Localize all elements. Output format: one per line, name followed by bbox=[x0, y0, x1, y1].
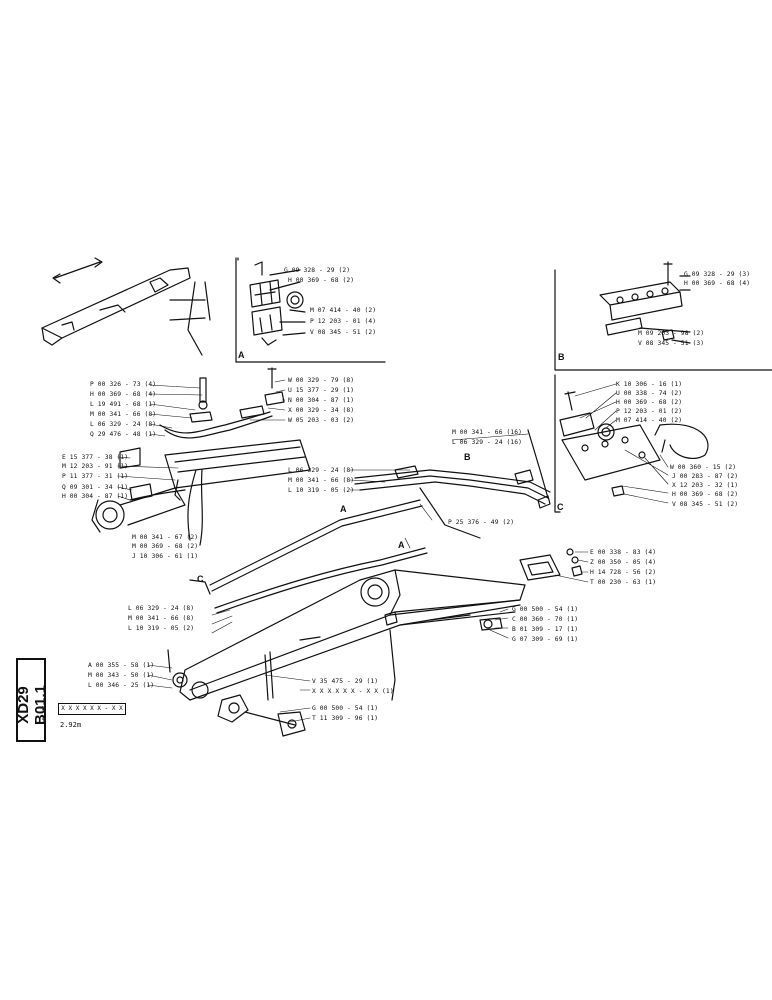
part-label: M 00 341 - 66 (8) bbox=[90, 411, 157, 418]
part-label: M 07 414 - 40 (2) bbox=[310, 307, 377, 314]
cover-plate bbox=[519, 548, 583, 581]
part-label: N 00 304 - 87 (1) bbox=[288, 397, 355, 404]
detail-A-frame bbox=[235, 257, 386, 363]
pivot-pin bbox=[167, 649, 306, 737]
part-label: H 00 369 - 68 (4) bbox=[684, 280, 751, 287]
part-label: V 08 345 - 51 (3) bbox=[638, 340, 705, 347]
part-label: V 35 475 - 29 (1) bbox=[312, 678, 379, 685]
part-label: M 00 341 - 66 (8) bbox=[288, 477, 355, 484]
part-label: J 00 283 - 87 (2) bbox=[672, 473, 739, 480]
part-label: W 00 360 - 15 (2) bbox=[670, 464, 737, 471]
hydraulic-line bbox=[189, 499, 428, 614]
part-label: M 00 341 - 66 (8) bbox=[128, 615, 195, 622]
part-label: P 12 203 - 01 (2) bbox=[616, 408, 683, 415]
part-label: P 25 376 - 49 (2) bbox=[448, 519, 515, 526]
part-label: U 00 338 - 74 (2) bbox=[616, 390, 683, 397]
part-label: L 19 491 - 68 (1) bbox=[90, 401, 157, 408]
line-letter-a: A bbox=[340, 504, 347, 514]
part-label: G 09 328 - 29 (3) bbox=[684, 271, 751, 278]
part-label: L 00 346 - 25 (1) bbox=[88, 682, 155, 689]
line-letter-b: B bbox=[464, 452, 471, 462]
sheet-mass: 2.92m bbox=[60, 721, 82, 729]
detail-C-frame bbox=[554, 374, 709, 513]
detail-letter-b: B bbox=[558, 352, 565, 362]
part-label: C 00 360 - 70 (1) bbox=[512, 616, 579, 623]
part-label: L 06 329 - 24 (8) bbox=[288, 467, 355, 474]
hose-bundle bbox=[354, 429, 551, 539]
part-label: M 12 203 - 91 (1) bbox=[62, 463, 129, 470]
part-label: T 11 309 - 96 (1) bbox=[312, 715, 379, 722]
part-label: V 08 345 - 51 (2) bbox=[310, 329, 377, 336]
part-label: E 00 338 - 83 (4) bbox=[590, 549, 657, 556]
part-label: E 15 377 - 38 (1) bbox=[62, 454, 129, 461]
part-label: M 07 414 - 40 (2) bbox=[616, 417, 683, 424]
part-label: A 00 355 - 58 (1) bbox=[88, 662, 155, 669]
part-label: G 00 500 - 54 (1) bbox=[312, 705, 379, 712]
valve-assembly bbox=[159, 367, 285, 439]
part-label: L 06 329 - 24 (8) bbox=[128, 605, 195, 612]
part-label: L 06 329 - 24 (8) bbox=[90, 421, 157, 428]
part-label: M 00 341 - 67 (2) bbox=[132, 534, 199, 541]
hydraulic-cylinder bbox=[91, 439, 311, 546]
leader-lines bbox=[117, 379, 669, 723]
part-label: H 00 369 - 68 (4) bbox=[90, 391, 157, 398]
part-label: H 14 728 - 56 (2) bbox=[590, 569, 657, 576]
part-label: X 00 329 - 34 (8) bbox=[288, 407, 355, 414]
part-label: Q 09 301 - 34 (1) bbox=[62, 484, 129, 491]
part-label: G 07 309 - 69 (1) bbox=[512, 636, 579, 643]
page-reference: 5.111 bbox=[42, 704, 48, 720]
part-label: M 09 203 - 98 (2) bbox=[638, 330, 705, 337]
part-label: H 00 304 - 87 (1) bbox=[62, 493, 129, 500]
detail-letter-a: A bbox=[238, 350, 245, 360]
part-label: L 06 329 - 24 (16) bbox=[452, 439, 523, 446]
detail-letter-c: C bbox=[557, 502, 564, 512]
part-label: L 10 319 - 05 (2) bbox=[288, 487, 355, 494]
part-label: M 00 341 - 66 (16) bbox=[452, 429, 523, 436]
part-label: G 00 500 - 54 (1) bbox=[512, 606, 579, 613]
part-label: P 11 377 - 31 (1) bbox=[62, 473, 129, 480]
part-label: Z 00 350 - 05 (4) bbox=[590, 559, 657, 566]
part-label: M 00 369 - 68 (2) bbox=[132, 543, 199, 550]
document-code-box: XD29 B01.1 bbox=[15, 658, 49, 742]
part-label: H 00 369 - 68 (2) bbox=[672, 491, 739, 498]
part-label: X X X X X X - X X (1) bbox=[312, 688, 394, 695]
part-label: P 12 203 - 01 (4) bbox=[310, 318, 377, 325]
detail-B-frame bbox=[554, 261, 772, 371]
part-label: V 08 345 - 51 (2) bbox=[672, 501, 739, 508]
part-label: H 00 369 - 68 (2) bbox=[288, 277, 355, 284]
part-label: T 00 230 - 63 (1) bbox=[590, 579, 657, 586]
part-label: H 00 369 - 68 (2) bbox=[616, 399, 683, 406]
part-label: Q 29 476 - 48 (1) bbox=[90, 431, 157, 438]
part-label: M 00 343 - 50 (1) bbox=[88, 672, 155, 679]
sheet-code-box: X X X X X X - X X bbox=[58, 703, 126, 715]
overview-machine-icon bbox=[41, 257, 211, 356]
part-label: L 10 319 - 05 (2) bbox=[128, 625, 195, 632]
part-label: P 00 326 - 73 (4) bbox=[90, 381, 157, 388]
part-label: U 15 377 - 29 (1) bbox=[288, 387, 355, 394]
part-label: J 10 306 - 61 (1) bbox=[132, 553, 199, 560]
part-label: B 01 309 - 17 (1) bbox=[512, 626, 579, 633]
line-letter-c: C bbox=[197, 574, 204, 584]
line-letter-a-lower: A bbox=[398, 540, 405, 550]
part-label: W 05 203 - 03 (2) bbox=[288, 417, 355, 424]
part-label: K 10 306 - 16 (1) bbox=[616, 381, 683, 388]
part-label: X 12 203 - 32 (1) bbox=[672, 482, 739, 489]
part-label: G 09 328 - 29 (2) bbox=[284, 267, 351, 274]
part-label: W 00 329 - 79 (8) bbox=[288, 377, 355, 384]
